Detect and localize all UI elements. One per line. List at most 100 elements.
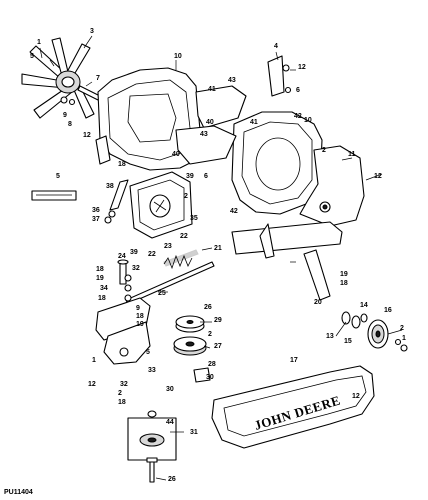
callout-15: 15 (344, 338, 352, 345)
callout-13: 13 (326, 333, 334, 340)
callout-31: 31 (190, 429, 198, 436)
blower-housing-front (231, 111, 323, 215)
callout-9-b: 9 (136, 305, 140, 312)
idler-arm (95, 297, 151, 365)
fan-blade (21, 37, 95, 119)
idler-pulley-upper (175, 315, 205, 333)
callout-2-b: 2 (184, 193, 188, 200)
support-frame (231, 221, 343, 301)
callout-37: 37 (92, 216, 100, 223)
drive-pulley-right (367, 319, 389, 349)
spacer-washers (341, 311, 368, 329)
callout-35: 35 (190, 215, 198, 222)
callout-12-c: 12 (374, 173, 382, 180)
callout-18-f: 18 (340, 280, 348, 287)
callout-3: 3 (90, 28, 94, 35)
callout-41-a: 41 (208, 86, 216, 93)
callout-38: 38 (106, 183, 114, 190)
blower-housing-rear (95, 67, 201, 171)
callout-2-c: 2 (208, 331, 212, 338)
callout-40-a: 40 (206, 119, 214, 126)
bracket-small (193, 367, 211, 383)
bolt-right (394, 338, 408, 352)
callout-36: 36 (92, 207, 100, 214)
callout-6-a: 6 (296, 87, 300, 94)
callout-25: 25 (158, 290, 166, 297)
callout-43-a: 43 (228, 77, 236, 84)
callout-2-e: 2 (400, 325, 404, 332)
callout-6-b: 6 (204, 173, 208, 180)
callout-12-e: 12 (352, 393, 360, 400)
callout-32-b: 32 (120, 381, 128, 388)
callout-19-c: 19 (340, 271, 348, 278)
callout-30-a: 30 (206, 374, 214, 381)
callout-8: 8 (68, 121, 72, 128)
callout-27: 27 (214, 343, 222, 350)
callout-30-b: 30 (166, 386, 174, 393)
latch-rod (104, 179, 129, 224)
callout-18-b: 18 (96, 266, 104, 273)
callout-42-a: 42 (294, 113, 302, 120)
callout-16: 16 (384, 307, 392, 314)
washer-stack (124, 274, 132, 302)
callout-10-a: 10 (174, 53, 182, 60)
callout-10-b: 10 (304, 117, 312, 124)
diagram-code: PU11404 (4, 489, 33, 496)
drive-pulley (127, 410, 177, 461)
callout-17: 17 (290, 357, 298, 364)
callout-4: 4 (274, 43, 278, 50)
callout-12-a: 12 (83, 132, 91, 139)
callout-18-d: 18 (136, 313, 144, 320)
callout-22-b: 22 (148, 251, 156, 258)
callout-22-a: 22 (180, 233, 188, 240)
callout-18-c: 18 (98, 295, 106, 302)
callout-29: 29 (214, 317, 222, 324)
callout-18-a: 18 (118, 161, 126, 168)
callout-12-b: 12 (298, 64, 306, 71)
callout-39-a: 39 (186, 173, 194, 180)
callout-5-b: 5 (56, 173, 60, 180)
callout-5: 5 (30, 53, 34, 60)
callout-7: 7 (96, 75, 100, 82)
callout-19-a: 19 (96, 275, 104, 282)
mounting-bracket (267, 55, 292, 97)
callout-12-d: 12 (88, 381, 96, 388)
callout-1: 1 (37, 39, 41, 46)
callout-26-b: 26 (168, 476, 176, 483)
callout-19-b: 19 (136, 321, 144, 328)
callout-2-d: 2 (118, 390, 122, 397)
idler-pulley-lower (173, 336, 207, 356)
callout-28: 28 (208, 361, 216, 368)
callout-18-e: 18 (118, 399, 126, 406)
callout-40-b: 40 (172, 151, 180, 158)
callout-numbers: 1 5 3 7 9 8 12 10 4 12 6 43 41 40 41 42 … (30, 28, 406, 483)
bolt-long (146, 457, 158, 483)
cover-plate (129, 171, 193, 239)
callout-41-b: 41 (250, 119, 258, 126)
callout-39-b: 39 (130, 249, 138, 256)
callout-34: 34 (100, 285, 108, 292)
mounting-pin (117, 259, 129, 285)
callout-1-c: 1 (402, 335, 406, 342)
belt-guard (211, 365, 375, 449)
callout-44: 44 (166, 419, 174, 426)
decal-tag (31, 190, 77, 201)
callout-20: 20 (314, 299, 322, 306)
callout-43-b: 43 (200, 131, 208, 138)
callout-33: 33 (148, 367, 156, 374)
callout-11: 11 (348, 151, 356, 158)
callout-2-a: 2 (322, 147, 326, 154)
callout-23: 23 (164, 243, 172, 250)
callout-32-a: 32 (132, 265, 140, 272)
callout-21: 21 (214, 245, 222, 252)
callout-42-b: 42 (230, 208, 238, 215)
chute-housing (299, 145, 365, 227)
blower-shroud (175, 85, 247, 165)
callout-1-b: 1 (92, 357, 96, 364)
callout-24: 24 (118, 253, 126, 260)
callout-9: 9 (63, 112, 67, 119)
leader-lines (39, 35, 403, 481)
callout-14: 14 (360, 302, 368, 309)
tension-spring (163, 249, 199, 270)
